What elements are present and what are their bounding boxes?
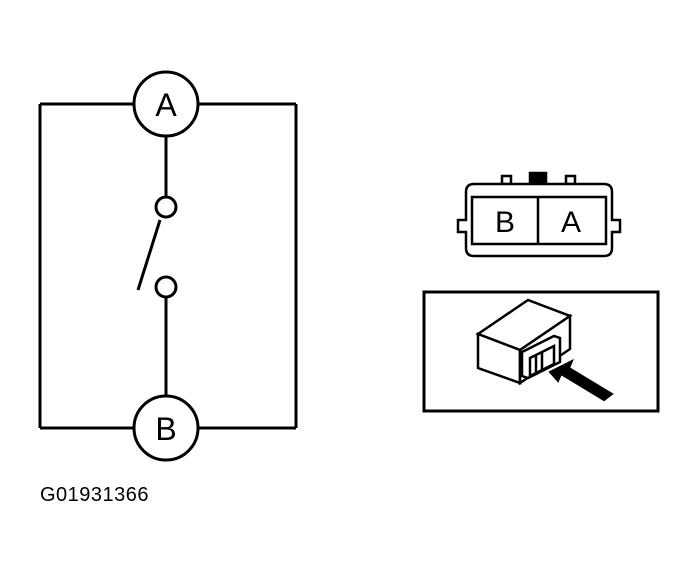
switch-upper-contact bbox=[154, 195, 178, 219]
figure-id: G01931366 bbox=[40, 484, 150, 506]
connector-face bbox=[456, 171, 622, 258]
circuit-loop bbox=[38, 102, 298, 430]
connector-latch bbox=[528, 171, 548, 185]
connector-pin-b-label: B bbox=[495, 206, 515, 239]
component-box bbox=[475, 298, 573, 386]
terminal-b: B bbox=[132, 394, 200, 462]
connector-pin-a-label: A bbox=[561, 206, 581, 239]
terminal-a-label: A bbox=[155, 87, 177, 123]
component-inset bbox=[422, 290, 660, 413]
terminal-b-label: B bbox=[155, 411, 176, 447]
terminal-a: A bbox=[132, 70, 200, 138]
switch-lever bbox=[136, 219, 162, 291]
insertion-arrow-icon bbox=[548, 358, 614, 402]
switch-lower-contact bbox=[154, 275, 178, 299]
switch bbox=[136, 136, 178, 396]
